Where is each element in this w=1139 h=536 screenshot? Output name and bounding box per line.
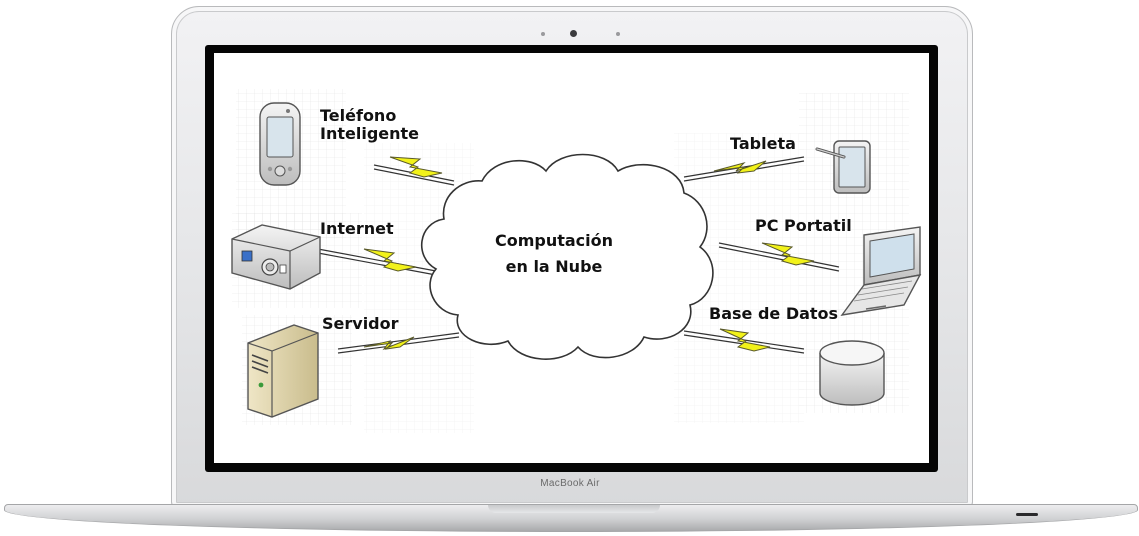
- status-led: [1016, 513, 1038, 516]
- network-device-icon: [231, 224, 321, 290]
- label-laptop: PC Portatil: [755, 216, 852, 235]
- link-laptop: [718, 242, 840, 272]
- smartphone-icon: [259, 102, 301, 186]
- server-tower-icon: [247, 324, 319, 418]
- link-server: [337, 332, 460, 354]
- indicator-light: [616, 32, 620, 36]
- laptop-screen: Teléfono Inteligente Internet Servidor T…: [214, 53, 929, 463]
- tablet-icon: [815, 140, 871, 194]
- label-server: Servidor: [322, 314, 399, 333]
- label-smartphone-line2: Inteligente: [320, 124, 420, 143]
- link-tablet: [683, 156, 805, 182]
- link-database: [683, 328, 805, 354]
- link-internet: [317, 248, 437, 276]
- brand-label: MacBook Air: [540, 478, 600, 489]
- camera-icon: [570, 30, 577, 37]
- label-tablet: Tableta: [730, 134, 796, 153]
- database-icon: [819, 340, 885, 406]
- cloud-label: Computación en la Nube: [479, 228, 629, 280]
- link-smartphone: [373, 156, 455, 186]
- label-database: Base de Datos: [709, 304, 839, 323]
- cloud-label-line1: Computación: [494, 231, 614, 250]
- cloud-label-line2: en la Nube: [505, 257, 603, 276]
- laptop-icon: [840, 226, 922, 316]
- cloud-shape: [421, 153, 714, 360]
- cloud-computing-diagram: Teléfono Inteligente Internet Servidor T…: [214, 53, 929, 463]
- label-smartphone-line1: Teléfono: [320, 106, 397, 125]
- lid-opening-notch: [488, 505, 660, 513]
- label-smartphone: Teléfono Inteligente: [320, 107, 419, 143]
- diagram-canvas: [231, 89, 922, 433]
- label-internet: Internet: [320, 219, 394, 238]
- ambient-sensor: [541, 32, 545, 36]
